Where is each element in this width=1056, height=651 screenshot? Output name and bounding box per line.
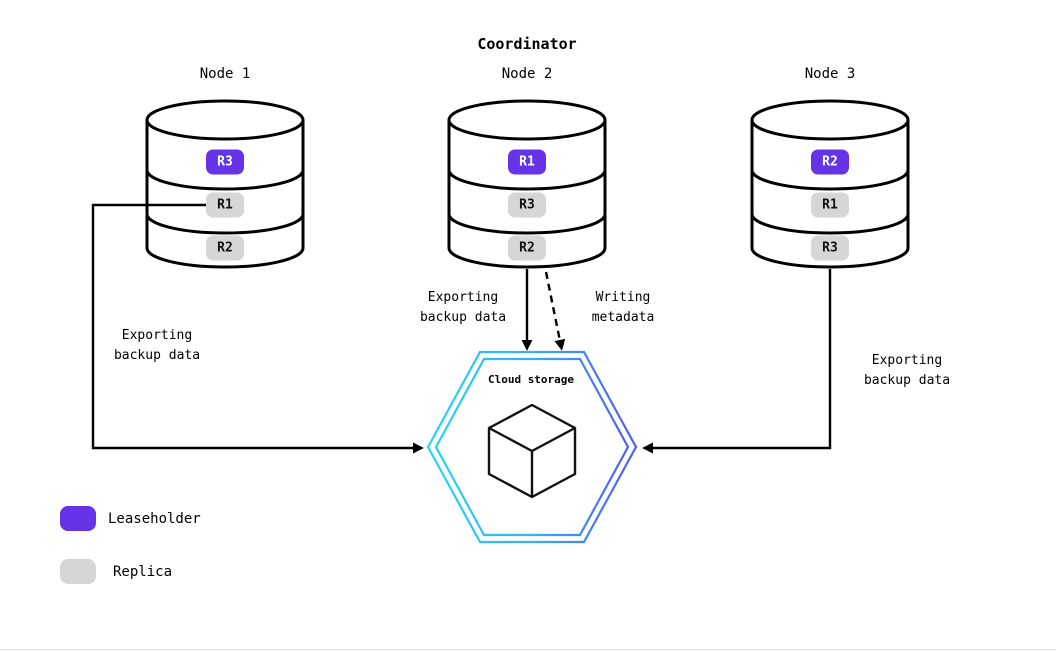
node2-label: Node 2 — [501, 66, 553, 82]
edge-label-node3-export: Exporting backup data — [863, 353, 951, 388]
diagram-title: Coordinator — [477, 35, 577, 53]
edge-label-node2-export: Exporting backup data — [419, 290, 507, 325]
node2-replica-badge: R3 — [508, 192, 546, 218]
node2-replica-badge: R2 — [508, 235, 546, 261]
arrow-node2-metadata — [544, 271, 566, 351]
node2-replica-badge-leaseholder: R1 — [508, 149, 546, 175]
node1-replica-badge: R2 — [206, 235, 244, 261]
edge-label-node1-export: Exporting backup data — [113, 328, 201, 363]
node3-replica-badge-leaseholder: R2 — [811, 149, 849, 175]
edge-label-node2-metadata: Writing metadata — [591, 290, 655, 325]
node2-database-cylinder — [447, 99, 607, 269]
node1-label: Node 1 — [199, 66, 251, 82]
legend-label-leaseholder: Leaseholder — [108, 511, 201, 527]
legend-swatch-replica — [60, 559, 96, 584]
node3-label: Node 3 — [804, 66, 856, 82]
storage-cube-icon — [487, 403, 577, 499]
node1-replica-badge-leaseholder: R3 — [206, 149, 244, 175]
cloud-storage-hexagon — [426, 350, 638, 544]
arrow-node1-to-cloud — [91, 203, 424, 454]
legend-label-replica: Replica — [113, 564, 173, 580]
flow-arrows — [91, 203, 832, 454]
arrow-node3-to-cloud — [642, 269, 832, 454]
page-bottom-divider — [0, 649, 1056, 650]
node3-replica-badge: R1 — [811, 192, 849, 218]
node3-replica-badge: R3 — [811, 235, 849, 261]
legend-swatch-leaseholder — [60, 506, 96, 531]
cloud-storage-label: Cloud storage — [487, 373, 575, 386]
node1-replica-badge: R1 — [206, 192, 244, 218]
